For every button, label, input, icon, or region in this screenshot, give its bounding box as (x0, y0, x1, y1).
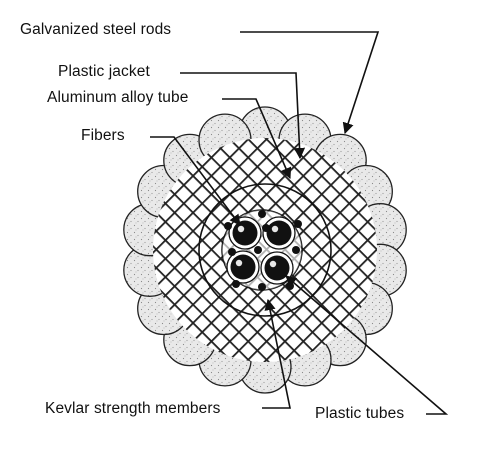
leader-aluminum-alloy-tube (222, 98, 292, 180)
label-aluminum-alloy-tube: Aluminum alloy tube (47, 89, 189, 106)
fiber-dot (258, 210, 266, 218)
fiber-bundle (232, 220, 258, 246)
fiber-bundle (266, 220, 292, 246)
fiber-dot (228, 248, 236, 256)
plastic-tubes (226, 216, 296, 285)
fiber-dot (254, 246, 262, 254)
fiber-dot (258, 283, 266, 291)
fiber-highlight (237, 225, 245, 233)
label-kevlar-strength-members: Kevlar strength members (45, 400, 221, 417)
fiber-dot (286, 282, 294, 290)
fiber-dot (262, 224, 270, 232)
fiber-highlight (269, 260, 277, 268)
fiber-highlight (235, 259, 243, 267)
label-fibers: Fibers (81, 127, 125, 144)
fiber-bundle (230, 254, 256, 280)
leader-galvanized-steel-rods (240, 31, 380, 135)
fiber-dot (224, 222, 232, 230)
label-galvanized-steel-rods: Galvanized steel rods (20, 21, 172, 38)
fiber-dot (232, 280, 240, 288)
label-plastic-tubes: Plastic tubes (315, 405, 405, 422)
leader-plastic-jacket (180, 72, 306, 160)
fiber-highlight (271, 225, 279, 233)
fiber-dot (294, 220, 302, 228)
leader-fibers (150, 136, 241, 226)
leader-kevlar-strength-members (262, 298, 291, 409)
fiber-dot (292, 246, 300, 254)
leader-plastic-tubes (285, 275, 449, 415)
label-plastic-jacket: Plastic jacket (58, 63, 150, 80)
